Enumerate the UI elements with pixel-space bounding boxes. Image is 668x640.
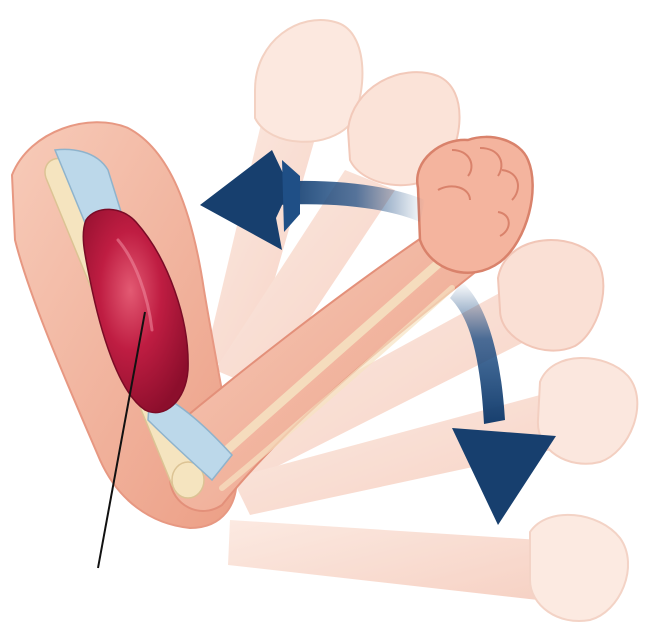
ghost-fist-3 (498, 240, 603, 351)
ghost-fist-5 (530, 515, 628, 621)
ghost-arm-positions (205, 20, 637, 621)
ghost-forearm-5 (228, 520, 540, 600)
ghost-fist-4 (538, 358, 637, 464)
ghost-fist-1 (255, 20, 362, 142)
